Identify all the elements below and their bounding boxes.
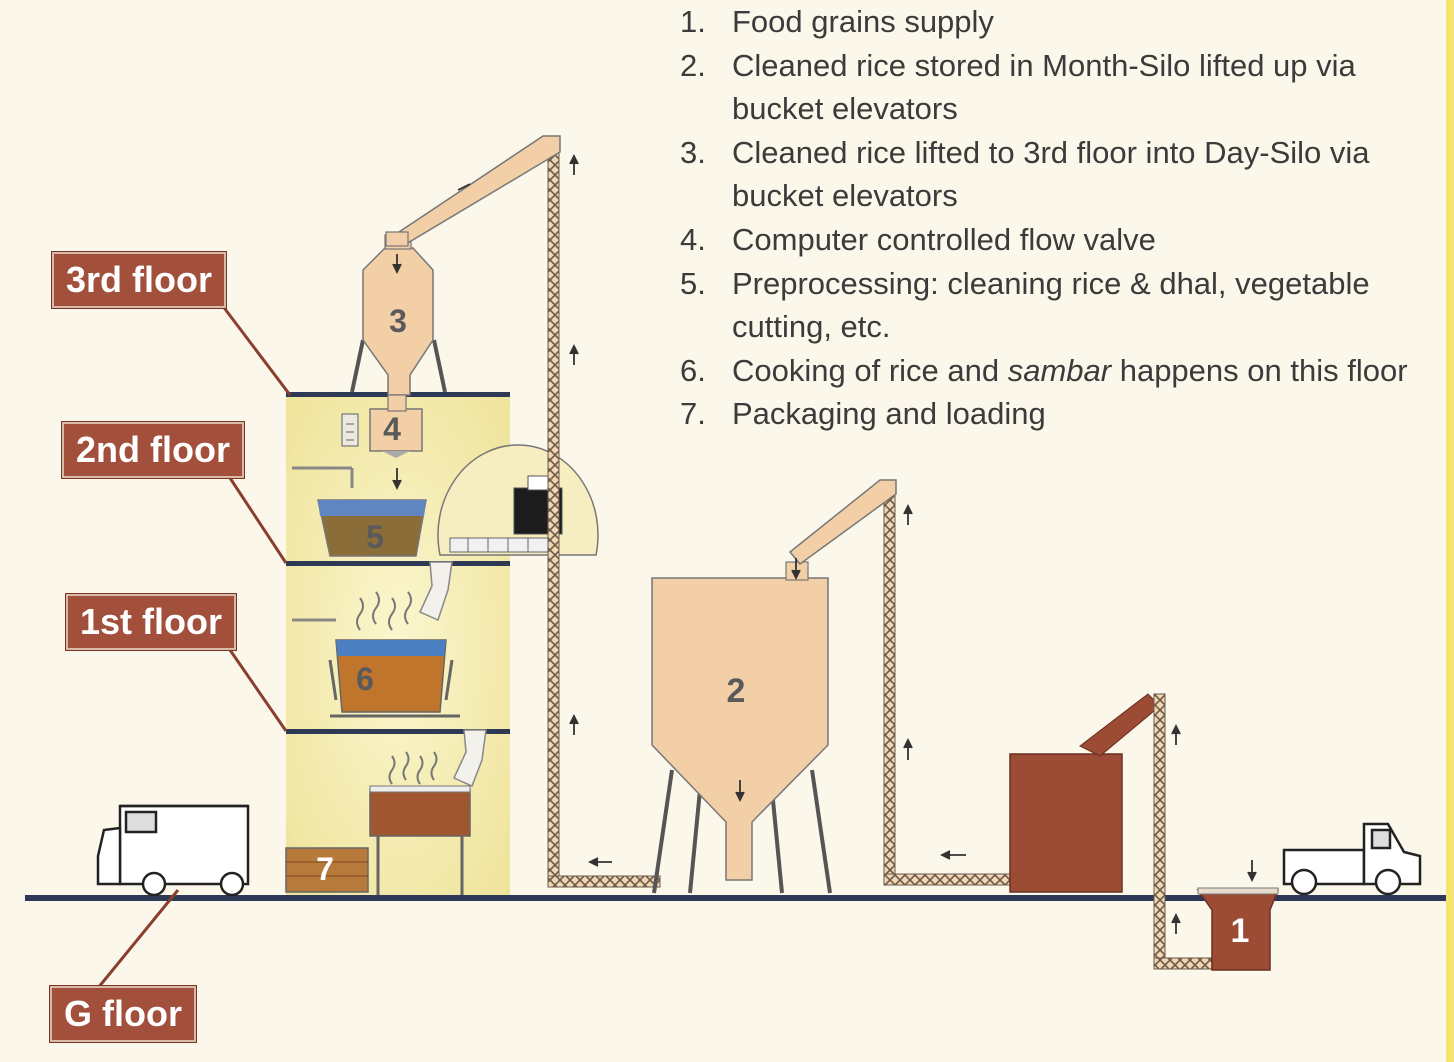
marker-5: 5	[366, 519, 384, 555]
cooking-vessel	[292, 591, 460, 718]
month-silo	[651, 561, 832, 894]
chute-2-to-1	[419, 561, 453, 622]
legend-item: 5.Preprocessing: cleaning rice & dhal, v…	[680, 265, 1370, 345]
bucket-elevator-month-silo	[788, 479, 1011, 886]
computer-icon	[341, 413, 359, 447]
legend-item: 3.Cleaned rice lifted to 3rd floor into …	[680, 134, 1370, 214]
floor-leader-lines	[96, 304, 292, 989]
marker-7: 7	[316, 851, 334, 887]
ground-line	[25, 895, 1450, 901]
first-floor-slab	[286, 729, 510, 734]
packaging-station	[285, 751, 471, 895]
flow-valve	[341, 394, 423, 458]
bucket-elevator-main	[385, 135, 661, 888]
chute-1-to-g	[453, 729, 487, 788]
flow-arrows	[392, 153, 1257, 934]
steam-icon	[356, 591, 412, 631]
floor-tag-ground: G floor	[50, 986, 196, 1042]
legend-item: 4.Computer controlled flow valve	[680, 221, 1156, 257]
floor-tag-second: 2nd floor	[62, 422, 244, 478]
second-floor-slab	[286, 561, 510, 566]
legend-item: 6.Cooking of rice and sambar happens on …	[680, 352, 1408, 388]
marker-4: 4	[383, 411, 401, 447]
marker-2: 2	[727, 672, 746, 710]
marker-6: 6	[356, 661, 374, 697]
floor-tag-third: 3rd floor	[52, 252, 227, 308]
receiving-pit	[1196, 887, 1280, 971]
process-legend: 1.Food grains supply 2.Cleaned rice stor…	[680, 0, 1440, 436]
cleaning-unit	[1009, 693, 1215, 970]
floor-tag-first: 1st floor	[66, 594, 237, 650]
legend-item: 1.Food grains supply	[680, 4, 994, 39]
food-packs	[285, 847, 369, 893]
delivery-van-icon	[96, 804, 250, 897]
supply-truck-icon	[1282, 822, 1422, 896]
legend-item: 7.Packaging and loading	[680, 396, 1046, 432]
marker-1: 1	[1231, 912, 1250, 950]
legend-item: 2.Cleaned rice stored in Month-Silo lift…	[680, 47, 1356, 127]
marker-3: 3	[389, 303, 407, 339]
page-edge-strip	[1446, 0, 1454, 1062]
cut-vegetable-trays	[449, 537, 551, 553]
